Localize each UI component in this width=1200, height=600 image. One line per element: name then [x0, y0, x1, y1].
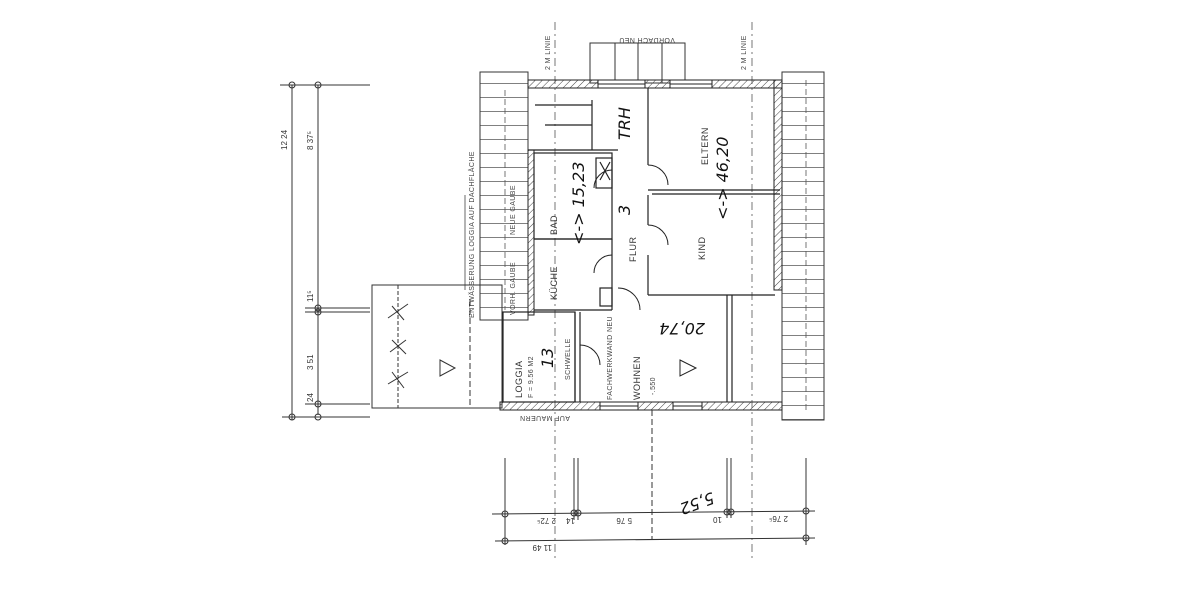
dim-hand-note: 5,52 [677, 488, 717, 518]
room-bad-label: BAD [549, 215, 559, 235]
room-loggia-area: F = 9.56 M2 [528, 356, 535, 398]
room-eltern-label: ELTERN [700, 127, 710, 165]
vorh-gaube-label: VORH. GAUBE [510, 262, 517, 315]
view-arrow-icon [679, 359, 698, 377]
room-loggia-note: 13 [538, 348, 557, 368]
entwaesserung-label: ENTWÄSSERUNG LOGGIA AUF DACHFLÄCHE [468, 151, 476, 318]
room-bad-area: <-> 15,23 [569, 162, 588, 245]
room-loggia-label: LOGGIA [514, 360, 524, 398]
room-kind-label: KIND [697, 236, 707, 260]
2m-line-right-label: 2 M LINIE [741, 35, 748, 70]
interior-walls [502, 88, 780, 403]
room-eltern-area: <-> 46,20 [713, 137, 732, 220]
doors [579, 164, 669, 366]
dim-seg4: 10 [713, 515, 722, 524]
room-flur-label: FLUR [628, 236, 638, 262]
roof-left [479, 71, 529, 321]
dim-upper-left: 8 37⁵ [306, 131, 315, 150]
2m-line-left-label: 2 M LINIE [545, 35, 552, 70]
room-trh-label: TRH [615, 107, 634, 140]
vordach-label: VORDACH NEU [619, 36, 675, 43]
roof-right [781, 71, 825, 421]
vordach-canopy [589, 42, 686, 84]
room-wohnen-level: -.550 [650, 377, 657, 395]
neue-gaube-label: NEUE GAUBE [510, 185, 517, 235]
dim-mid-left: 11⁵ [306, 290, 315, 302]
bottom-dimension-chain [491, 410, 816, 545]
room-kueche-label: KÜCHE [549, 266, 559, 300]
loggia-terrace [371, 284, 503, 409]
dim-seg3: 5 76 [616, 516, 632, 525]
room-flur-note: 3 [615, 205, 634, 215]
room-wohnen-label: WOHNEN [632, 356, 642, 400]
dim-seg5: 2 76⁵ [769, 514, 788, 523]
auf-mauern-label: AUF MAUERN [520, 414, 570, 421]
dim-seg2: 14 [566, 516, 575, 525]
dim-total-left: 12 24 [280, 129, 289, 150]
dim-bottom-left: 24 [306, 393, 315, 402]
fachwerk-label: FACHWERKWAND NEU [607, 316, 614, 400]
windows [597, 79, 713, 411]
room-wohnen-area: 20,74 [659, 319, 705, 338]
dim-seg1: 2 72⁵ [537, 516, 556, 525]
dim-total-bottom: 11 49 [532, 543, 552, 552]
left-dimension-chain [280, 81, 370, 421]
schwelle-label: SCHWELLE [565, 338, 572, 380]
dim-lower-left: 3 51 [306, 354, 315, 370]
